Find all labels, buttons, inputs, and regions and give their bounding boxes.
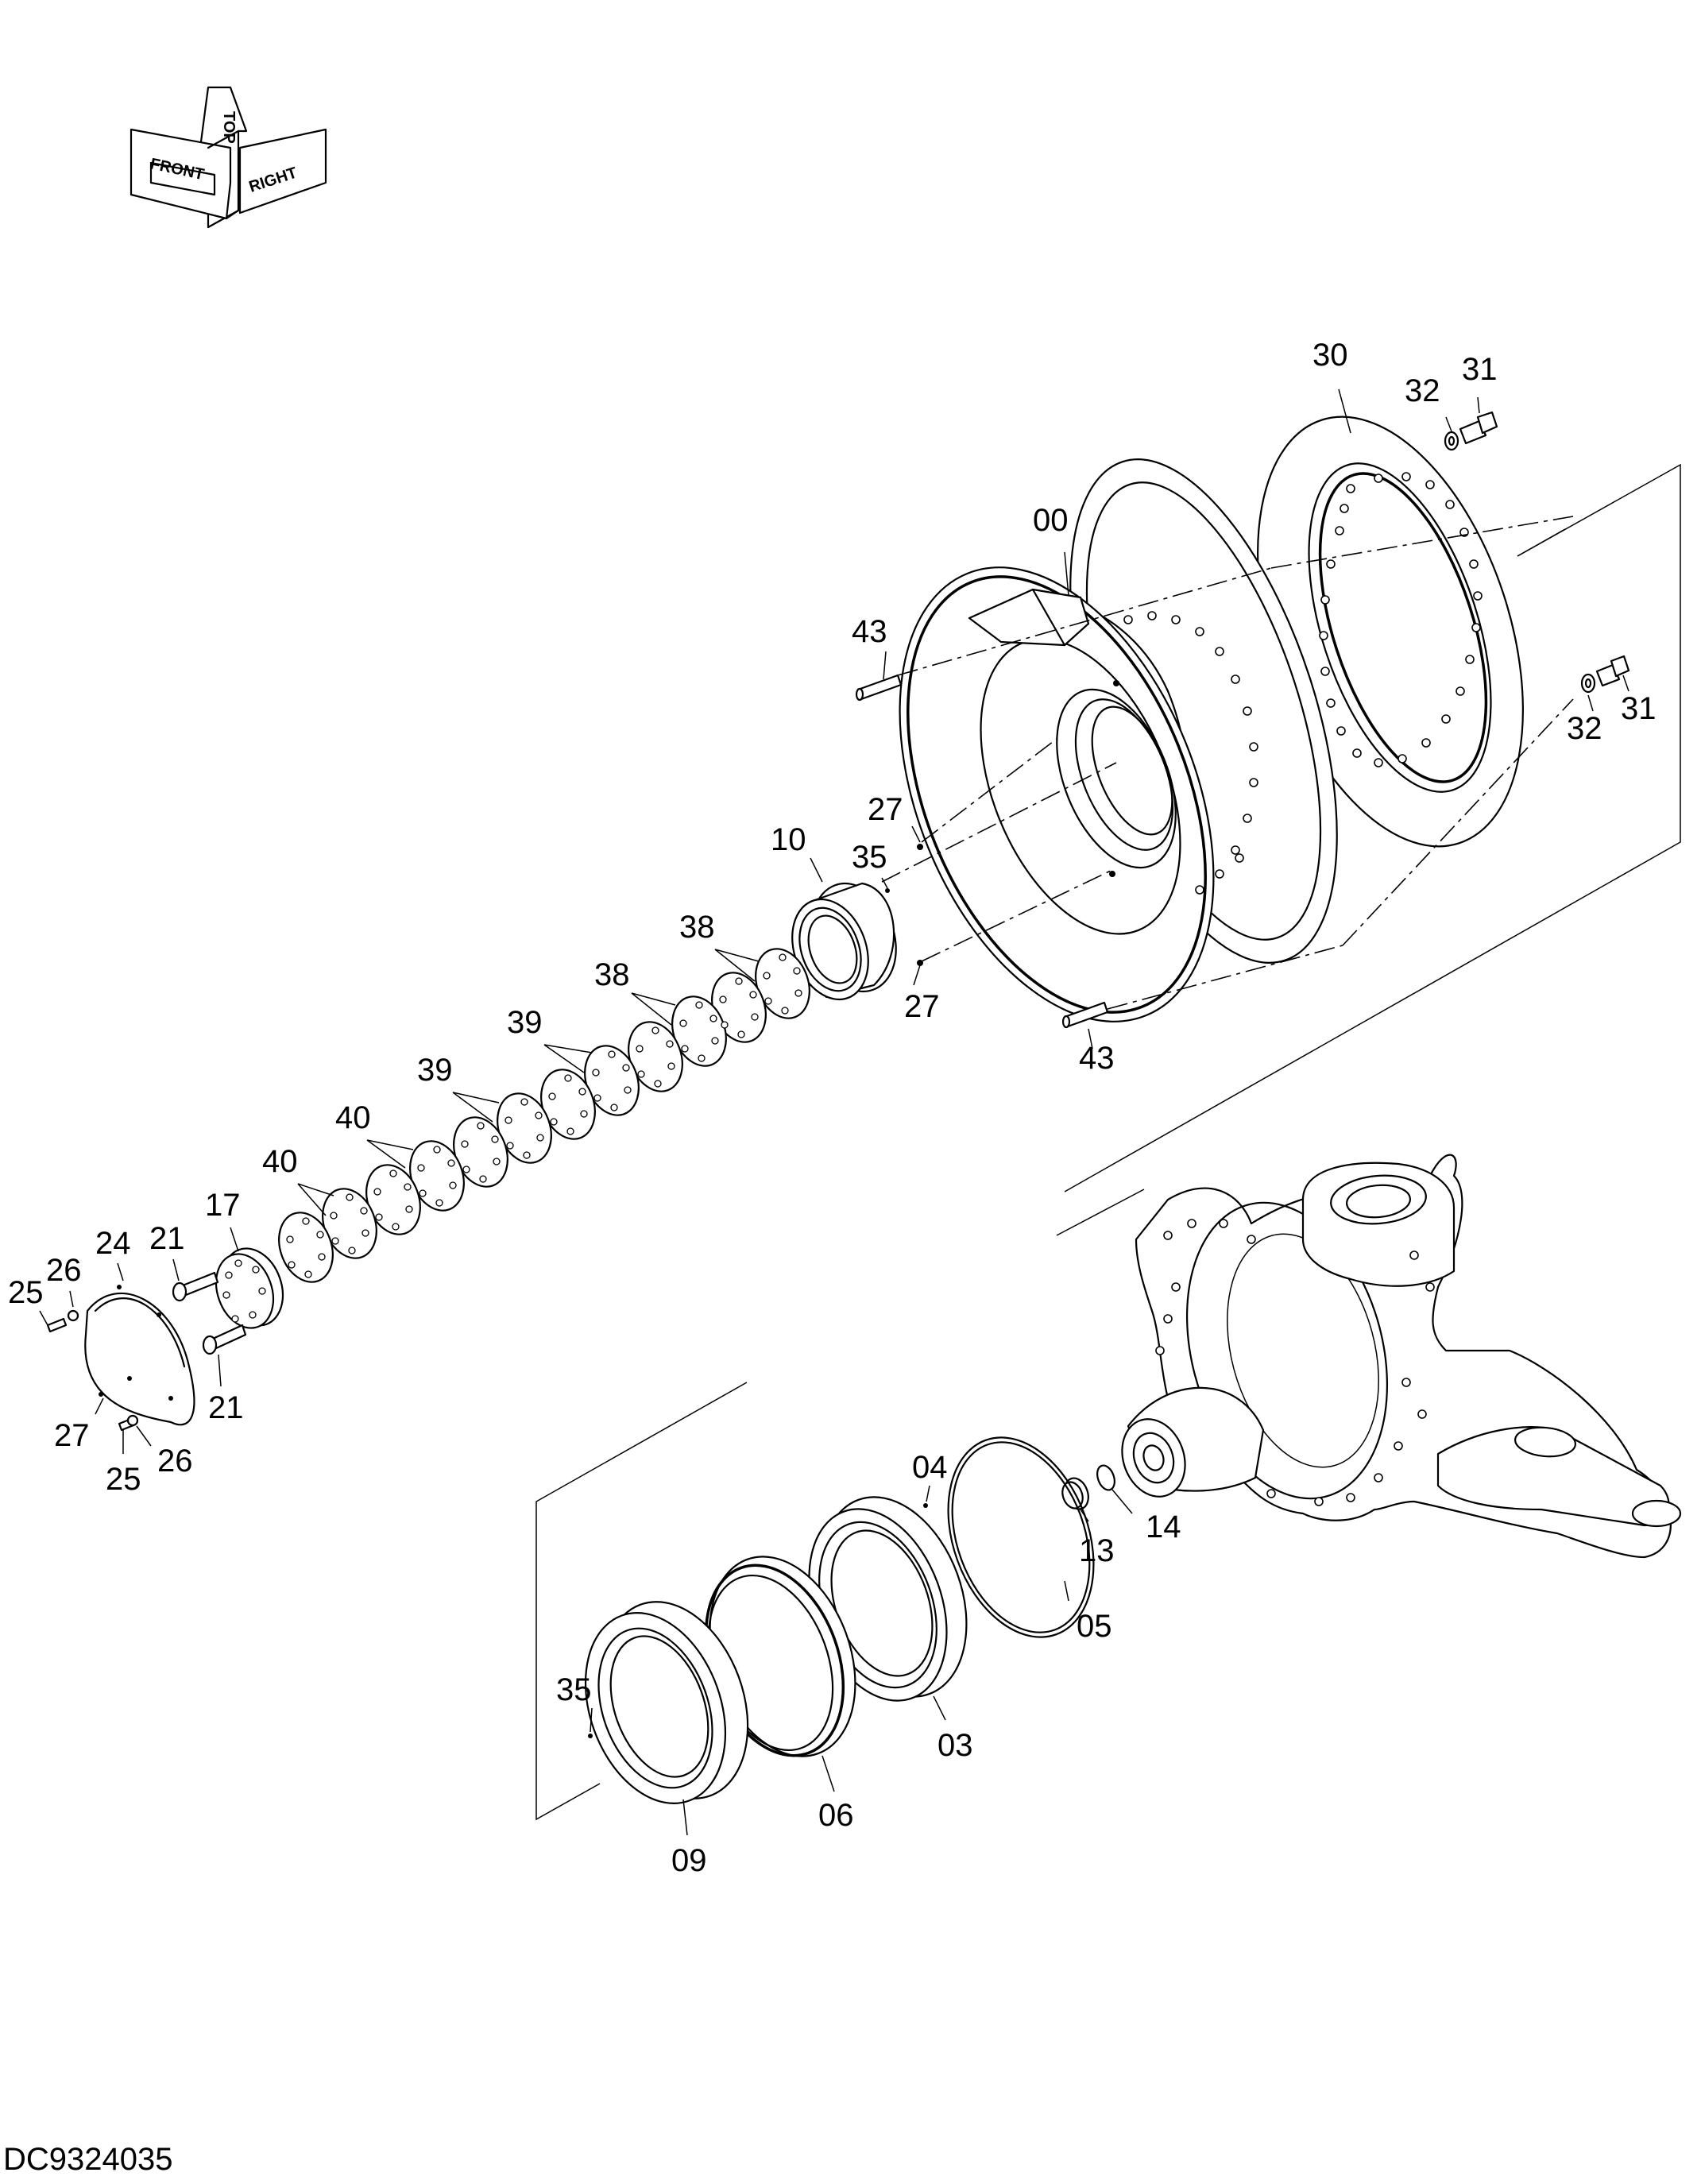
callout-06: 06 (818, 1798, 854, 1833)
callout-21-upper: 21 (149, 1221, 185, 1256)
part-21-bolt-lower (202, 1324, 247, 1355)
callout-14: 14 (1146, 1509, 1181, 1544)
callout-32-bottom: 32 (1567, 711, 1602, 746)
callout-24: 24 (95, 1226, 131, 1261)
callout-09: 09 (671, 1843, 707, 1878)
callout-25-lower: 25 (106, 1462, 141, 1497)
callout-43-top: 43 (852, 614, 887, 649)
callout-43-bottom: 43 (1079, 1041, 1115, 1076)
part-43-pin-bottom (1061, 1001, 1109, 1029)
part-43-pin-top (855, 674, 903, 702)
callout-10: 10 (771, 822, 806, 857)
callout-26-lower: 26 (157, 1444, 193, 1479)
orientation-top-label: TOP (220, 111, 238, 144)
callout-05: 05 (1077, 1609, 1112, 1644)
part-21-bolt-upper (172, 1271, 219, 1302)
callout-27-cover: 27 (54, 1418, 90, 1453)
callout-38-a: 38 (679, 910, 715, 945)
part-00-hub (899, 458, 1338, 1022)
callout-27-upper: 27 (868, 792, 903, 827)
steering-knuckle (1121, 1154, 1682, 1559)
part-04-pin (923, 1503, 928, 1508)
callout-26-upper: 26 (46, 1253, 82, 1288)
callout-00: 00 (1033, 503, 1069, 538)
part-31-32-bolt-bottom (1580, 655, 1630, 694)
callout-40-b: 40 (262, 1144, 298, 1179)
assembly-axis-lines (881, 516, 1574, 1010)
callout-38-b: 38 (594, 957, 630, 992)
part-17-plate (215, 1247, 284, 1329)
callout-39-a: 39 (507, 1005, 543, 1040)
part-10-bearing (791, 882, 897, 1001)
part-25-26-bolt-upper (46, 1309, 79, 1333)
callout-39-b: 39 (417, 1053, 453, 1088)
callout-31-bottom: 31 (1621, 691, 1657, 726)
part-14-oring (1096, 1464, 1115, 1491)
callout-13: 13 (1079, 1533, 1115, 1568)
callout-labels: 30 31 32 31 32 00 43 43 27 27 10 35 38 3… (8, 338, 1657, 1878)
lower-assembly-frame (535, 1189, 1145, 1821)
callout-32-top: 32 (1405, 373, 1440, 408)
upper-assembly-frame (1064, 463, 1681, 1193)
callout-31-top: 31 (1462, 352, 1498, 387)
callout-03: 03 (937, 1728, 973, 1763)
callout-35-upper: 35 (852, 840, 887, 875)
callout-17: 17 (205, 1188, 241, 1223)
part-27-plug-upper (917, 844, 923, 850)
part-31-32-bolt-top (1444, 411, 1498, 451)
callout-30: 30 (1312, 338, 1348, 373)
callout-04: 04 (912, 1450, 948, 1485)
leader-lines (39, 388, 1629, 1836)
callout-40-a: 40 (335, 1100, 371, 1135)
callout-35-lower: 35 (556, 1672, 592, 1707)
drawing-code: DC9324035 (3, 2142, 173, 2177)
part-05-oring (947, 1436, 1095, 1638)
part-27-plug-lower (917, 960, 923, 966)
orientation-icon: FRONT TOP RIGHT (130, 86, 327, 229)
callout-25-upper: 25 (8, 1275, 44, 1310)
callout-21-lower: 21 (208, 1390, 244, 1425)
callout-27-lower: 27 (904, 989, 940, 1024)
part-24-cover (84, 1285, 195, 1426)
part-09-bearing (584, 1601, 749, 1804)
part-35-pin-upper (885, 888, 890, 893)
friction-discs (278, 948, 810, 1283)
part-25-26-bolt-lower (118, 1414, 139, 1432)
part-35-pin-lower (588, 1734, 593, 1738)
